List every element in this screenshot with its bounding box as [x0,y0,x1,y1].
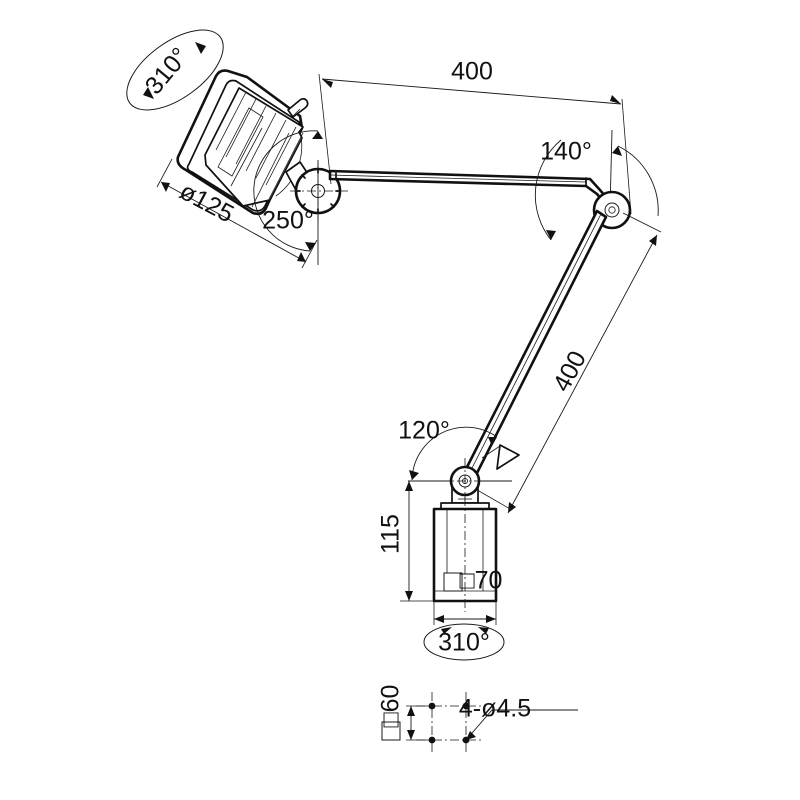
head-diameter-ext-end [301,239,318,269]
bolt-hole-top-left [428,702,436,710]
head-knob-stem [292,108,301,117]
upper-arm-tube [328,169,613,209]
base-rotation-arrow-right [478,627,489,634]
head-adjust-knob [287,97,309,118]
head-diameter-arrow-start [161,182,170,192]
lower-arm-dim-arrow-top [649,235,657,246]
bolt-pitch-label: □60 [377,685,405,728]
elbow-angle-group: 140° [534,129,659,241]
head-body-block [204,87,304,207]
lower-arm-dim-arrow-bottom [508,502,516,513]
bolt-pitch-square-symbol [381,721,401,741]
bolt-spec-leader-arrow [466,731,476,740]
base-angle-arrow-right [488,437,497,446]
base-pivot-joint [440,458,492,508]
head-rotation-arrow-bottom [143,87,154,99]
head-tilt-angle-group: 250° [253,130,323,265]
base-angle-label: 120° [398,417,450,445]
head-fin-lines [215,91,297,187]
base-height-arrow-top [405,481,413,491]
head-inner-window [217,107,264,177]
lamp-head-housing [176,69,313,216]
base-rotation-arrow-left [441,627,452,634]
elbow-angle-arc-left [534,139,562,241]
base-rotation-symbol: 310° [423,623,505,661]
upper-arm-inner-line [329,174,587,183]
head-tilt-arrow-top [312,131,323,139]
base-angle-group: 120° [398,417,512,482]
base-height-arrow-bottom [405,591,413,601]
base-angle-arc [411,426,498,481]
head-diameter-line [160,181,307,263]
upper-arm-ext-right [621,98,632,215]
lower-arm-dim-line [507,234,658,514]
bolt-spec-label: 4-ø4.5 [459,695,531,723]
base-height-dimension: 115 [377,481,438,602]
upper-arm-length-label: 400 [451,58,493,86]
lower-arm-ext-top [622,212,662,233]
head-rotation-ellipse [126,29,224,111]
lower-arm-gusset-edge [481,445,501,459]
bolt-hole-bottom-left [428,736,436,744]
base-width-arrow-left [434,615,444,623]
base-width-arrow-right [486,615,496,623]
base-width-dimension: □70 [433,567,503,625]
elbow-angle-arrow-right [612,146,622,156]
base-height-label: 115 [377,514,405,554]
lower-arm-inner-line [469,213,602,473]
upper-arm-dimension: 400 [318,58,632,215]
head-diameter-ext-start [156,158,173,188]
head-edge-line [267,132,304,202]
base-rotation-ellipse [423,623,505,661]
elbow-joint-hub-inner [608,206,616,214]
head-rotation-arrow-top [195,42,206,54]
upper-arm-dim-arrow-right [610,95,621,104]
head-side-seam [251,132,290,208]
elbow-angle-label: 140° [540,138,592,166]
bolt-spec-leader [465,709,578,741]
lower-arm-length-label: 400 [548,346,592,396]
bolt-hole-top-right [462,702,470,710]
base-column [432,497,498,612]
lower-arm-gusset [496,444,520,470]
base-width-label: □70 [460,567,503,595]
upper-arm-ext-left [318,73,332,185]
upper-arm-dim-arrow-left [322,79,333,88]
base-angle-arrow-left [409,470,419,480]
elbow-angle-arrow-left [546,230,556,240]
head-tilt-arc [253,130,319,252]
lower-arm-tube [454,209,608,485]
base-width-square-symbol [443,572,463,592]
upper-arm-dim-line [321,78,622,105]
bolt-pitch-arrow-bottom [407,730,415,740]
bolt-pitch-arrow-top [407,706,415,716]
lower-arm-outline [454,209,608,485]
mounting-bolt-pattern: □60 4-ø4.5 [377,685,578,754]
head-diameter-arrow-end [297,252,306,262]
head-tilt-angle-label: 250° [262,207,314,235]
head-tilt-arrow-bottom [305,242,316,251]
lower-arm-dimension: 400 [471,212,662,514]
elbow-angle-arc-right [617,145,659,217]
base-rotation-label: 310° [438,629,490,657]
